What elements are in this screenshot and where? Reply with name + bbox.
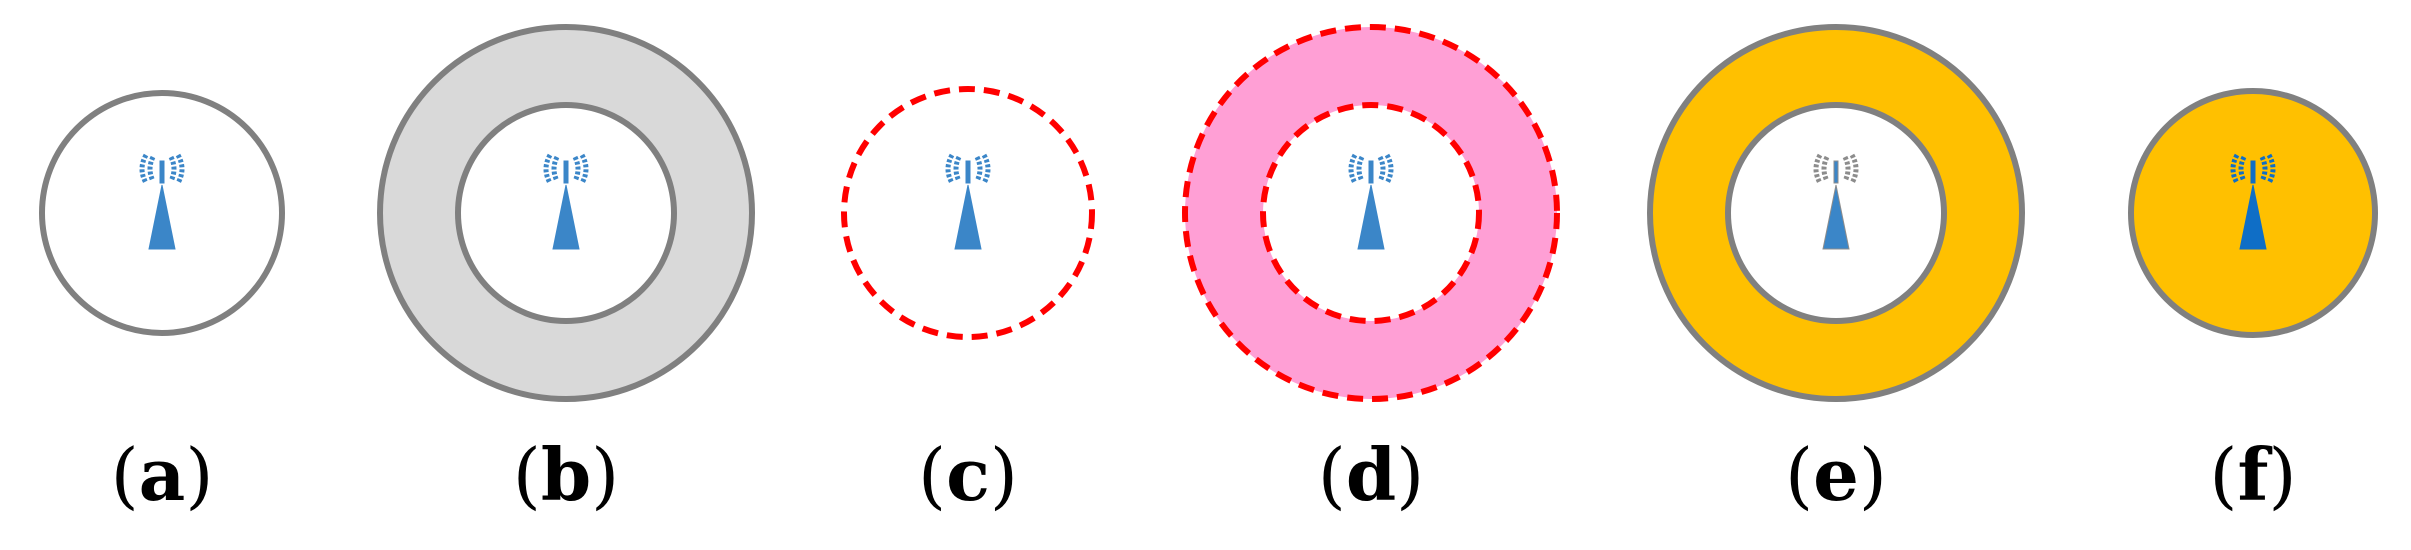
panel-c-caption: (c) <box>917 432 1019 517</box>
panel-f-label: f <box>2237 432 2269 517</box>
panel-b-label: b <box>540 432 592 517</box>
panel-d-symbol <box>1182 24 1560 402</box>
panel-b-caption: (b) <box>512 432 620 517</box>
panel-c-label: c <box>946 432 990 517</box>
panel-e-caption: (e) <box>1785 432 1887 517</box>
panel-e-symbol <box>1647 24 2025 402</box>
panel-d-label: d <box>1345 432 1397 517</box>
panel-e-label: e <box>1813 432 1859 517</box>
panel-d-caption: (d) <box>1317 432 1425 517</box>
panel-a-symbol <box>39 90 285 336</box>
panel-a-caption: (a) <box>110 432 214 517</box>
panel-a-label: a <box>138 432 186 517</box>
panel-f-caption: (f) <box>2209 432 2297 517</box>
panel-b-symbol <box>377 24 755 402</box>
panel-c-symbol <box>841 86 1095 340</box>
panel-f-symbol <box>2128 88 2378 338</box>
